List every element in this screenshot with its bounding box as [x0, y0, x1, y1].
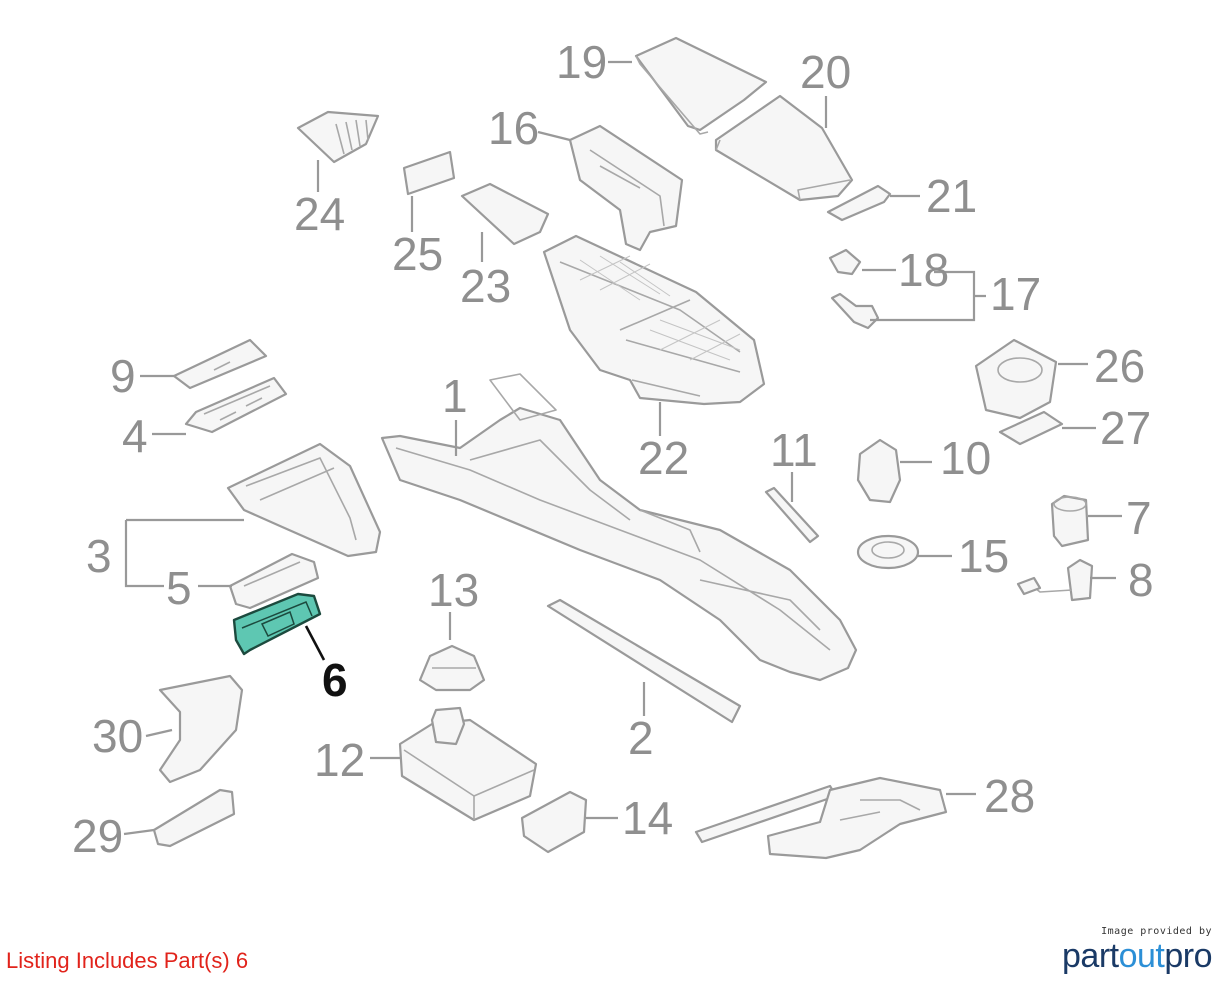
part-13-shift-boot — [418, 644, 486, 692]
callout-14: 14 — [622, 792, 673, 844]
callout-12: 12 — [314, 734, 365, 786]
part-21-trim-strip — [826, 184, 892, 222]
part-23-lid-panel — [460, 182, 550, 246]
part-30-handbrake-boot — [158, 674, 244, 784]
callout-19: 19 — [556, 36, 607, 88]
part-11-clip-strip — [764, 486, 820, 544]
callout-numbers: 19 20 21 16 24 25 23 22 18 17 26 27 9 4 … — [72, 36, 1154, 862]
part-16-storage-tray — [568, 124, 684, 252]
part-4-switch-panel — [184, 376, 288, 434]
part-27-insert-mat — [998, 410, 1064, 446]
part-5-storage-insert — [228, 552, 320, 610]
callout-13: 13 — [428, 564, 479, 616]
logo-part-a: part — [1062, 937, 1119, 975]
part-7-socket — [1050, 494, 1090, 548]
callout-21: 21 — [926, 170, 977, 222]
callout-10: 10 — [940, 432, 991, 484]
part-12-shifter-assembly — [398, 706, 538, 822]
brand-caption: Image provided by — [1101, 926, 1212, 937]
callout-6: 6 — [322, 654, 348, 706]
partoutpro-logo: partoutpro — [1052, 939, 1212, 973]
callout-24: 24 — [294, 188, 345, 240]
part-17-key — [830, 292, 880, 330]
logo-part-b: out — [1118, 937, 1165, 975]
leader-lines — [123, 60, 1122, 836]
logo-part-c: pro — [1164, 937, 1212, 975]
callout-22: 22 — [638, 432, 689, 484]
brand-attribution: Image provided by partoutpro — [1052, 926, 1212, 973]
part-15-ring — [856, 534, 920, 570]
callout-4: 4 — [122, 410, 148, 462]
callout-2: 2 — [628, 712, 654, 764]
callout-25: 25 — [392, 228, 443, 280]
part-26-cup-holder — [974, 338, 1058, 420]
callout-15: 15 — [958, 530, 1009, 582]
callout-18: 18 — [898, 244, 949, 296]
callout-28: 28 — [984, 770, 1035, 822]
callout-27: 27 — [1100, 402, 1151, 454]
part-14-module — [520, 790, 588, 854]
callout-17: 17 — [990, 268, 1041, 320]
part-10-knob-cover — [856, 438, 902, 504]
callout-5: 5 — [166, 562, 192, 614]
callout-3: 3 — [86, 530, 112, 582]
part-1-center-console — [380, 373, 858, 682]
callout-9: 9 — [110, 350, 136, 402]
callout-16: 16 — [488, 102, 539, 154]
callout-26: 26 — [1094, 340, 1145, 392]
callout-29: 29 — [72, 810, 123, 862]
part-22-rear-console — [542, 234, 766, 406]
part-28-handbrake — [694, 776, 948, 860]
callout-30: 30 — [92, 710, 143, 762]
callout-7: 7 — [1126, 492, 1152, 544]
callout-23: 23 — [460, 260, 511, 312]
part-19-armrest-lid — [634, 36, 768, 135]
part-6-storage-tray-highlighted — [232, 592, 322, 656]
part-3-front-trim — [226, 442, 382, 558]
callout-1: 1 — [442, 370, 468, 422]
part-8-socket-wire — [1016, 558, 1094, 602]
callout-8: 8 — [1128, 554, 1154, 606]
part-2-side-trim — [546, 598, 742, 724]
part-9-trim-cover — [172, 338, 268, 390]
listing-note: Listing Includes Part(s) 6 — [6, 948, 249, 973]
part-29-handbrake-grip — [152, 788, 236, 848]
part-18-lock-cylinder — [828, 248, 862, 276]
part-24-air-vent — [296, 110, 380, 164]
part-25-cover-plate — [402, 150, 456, 196]
callout-11: 11 — [770, 424, 818, 476]
part-20-armrest-cushion — [714, 94, 854, 202]
callout-20: 20 — [800, 46, 851, 98]
